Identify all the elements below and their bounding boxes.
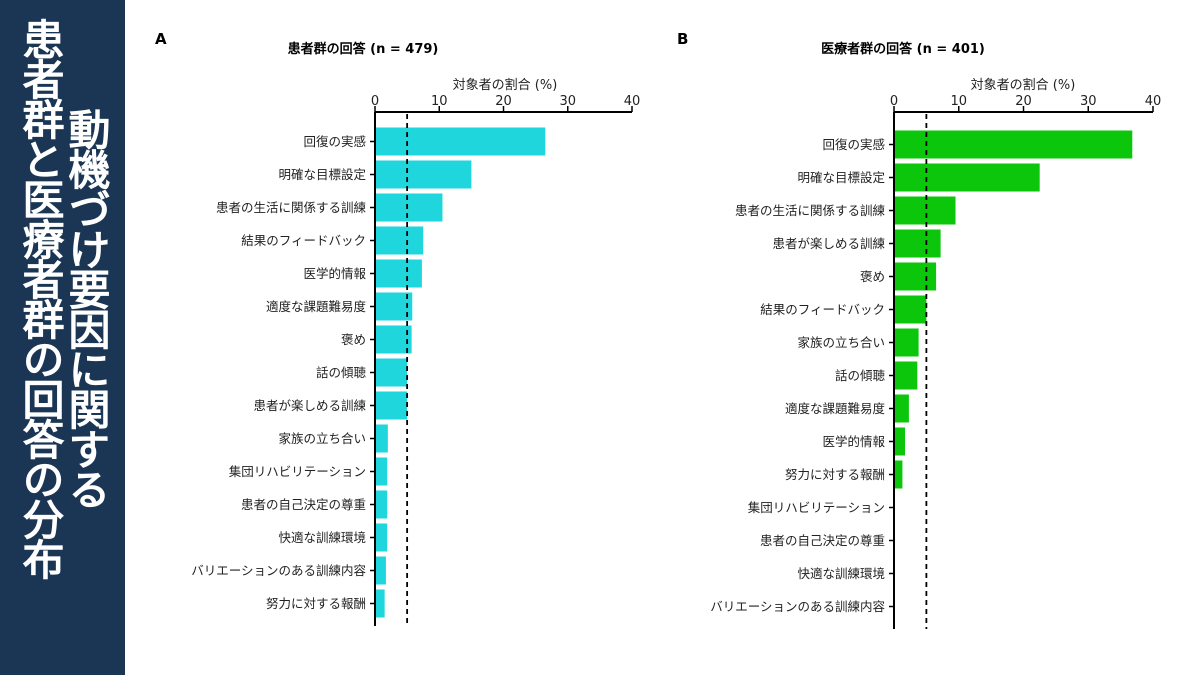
x-tick-label-a-0: 0 [371, 94, 379, 109]
x-tick-label-a-20: 20 [495, 94, 512, 109]
category-label-a-7: 話の傾聴 [316, 365, 367, 380]
x-tick-label-a-30: 30 [559, 94, 576, 109]
panel-title-b: 医療者群の回答 (n = 401) [821, 41, 985, 57]
x-axis-label-a: 対象者の割合 (%) [453, 77, 558, 93]
bar-b-3 [894, 229, 941, 258]
category-label-a-0: 回復の実感 [303, 134, 366, 149]
bar-a-7 [375, 358, 408, 387]
bar-a-0 [375, 127, 546, 156]
category-label-a-10: 集団リハビリテーション [229, 464, 366, 479]
category-label-b-5: 結果のフィードバック [760, 302, 885, 317]
bar-a-6 [375, 325, 412, 354]
category-label-a-9: 家族の立ち合い [278, 431, 366, 446]
panel-letter-a: A [155, 30, 167, 48]
x-tick-label-b-20: 20 [1015, 94, 1032, 109]
category-label-b-7: 話の傾聴 [835, 368, 886, 383]
sidebar-title-line-1: 患者群と医療者群の回答の分布 [16, 18, 65, 578]
category-label-a-13: バリエーションのある訓練内容 [191, 563, 366, 578]
category-label-b-12: 患者の自己決定の尊重 [760, 533, 885, 548]
bar-b-8 [894, 394, 909, 423]
bar-b-0 [894, 130, 1133, 159]
category-label-b-8: 適度な課題難易度 [785, 401, 886, 416]
bar-a-13 [375, 556, 386, 585]
bar-b-4 [894, 262, 937, 291]
category-label-b-2: 患者の生活に関係する訓練 [735, 203, 886, 218]
bar-b-10 [894, 460, 903, 489]
category-label-a-11: 患者の自己決定の尊重 [241, 497, 366, 512]
bar-b-7 [894, 361, 918, 390]
sidebar-title-panel: 患者群と医療者群の回答の分布 動機づけ要因に関する [0, 0, 125, 675]
bar-b-9 [894, 427, 906, 456]
category-label-b-11: 集団リハビリテーション [748, 500, 885, 515]
category-label-a-3: 結果のフィードバック [241, 233, 366, 248]
x-tick-label-a-40: 40 [624, 94, 641, 109]
bar-a-2 [375, 193, 443, 222]
panel-title-a: 患者群の回答 (n = 479) [288, 41, 439, 57]
category-label-a-5: 適度な課題難易度 [266, 299, 367, 314]
category-label-b-10: 努力に対する報酬 [785, 467, 885, 482]
category-label-b-3: 患者が楽しめる訓練 [772, 236, 885, 251]
category-label-a-8: 患者が楽しめる訓練 [253, 398, 366, 413]
category-label-a-6: 褒め [341, 332, 366, 347]
bar-a-8 [375, 391, 408, 420]
x-tick-label-a-10: 10 [431, 94, 448, 109]
bar-a-10 [375, 457, 388, 486]
category-label-b-0: 回復の実感 [822, 137, 885, 152]
category-label-a-12: 快適な訓練環境 [278, 530, 366, 545]
category-label-b-9: 医学的情報 [822, 434, 885, 449]
bar-a-5 [375, 292, 413, 321]
category-label-b-6: 家族の立ち合い [797, 335, 885, 350]
category-label-a-4: 医学的情報 [303, 266, 366, 281]
category-label-b-4: 褒め [860, 269, 885, 284]
panel-letter-b: B [677, 30, 688, 48]
category-label-a-14: 努力に対する報酬 [266, 596, 366, 611]
bar-b-1 [894, 163, 1040, 192]
x-tick-label-b-10: 10 [950, 94, 967, 109]
category-label-b-14: バリエーションのある訓練内容 [710, 599, 885, 614]
bar-a-4 [375, 259, 422, 288]
x-tick-label-b-0: 0 [890, 94, 898, 109]
category-label-a-1: 明確な目標設定 [278, 167, 366, 182]
x-tick-label-b-40: 40 [1145, 94, 1162, 109]
bar-charts: A 患者群の回答 (n = 479) 対象者の割合 (%) 0 10 20 30 40 回復の実… [155, 30, 1162, 629]
x-tick-label-b-30: 30 [1080, 94, 1097, 109]
category-label-b-13: 快適な訓練環境 [797, 566, 885, 581]
bar-b-5 [894, 295, 927, 324]
bar-b-2 [894, 196, 956, 225]
bar-b-6 [894, 328, 919, 357]
sidebar-title-line-2: 動機づけ要因に関する [62, 108, 111, 508]
bar-a-3 [375, 226, 424, 255]
bar-a-9 [375, 424, 388, 453]
bar-a-1 [375, 160, 472, 189]
category-label-b-1: 明確な目標設定 [797, 170, 885, 185]
category-label-a-2: 患者の生活に関係する訓練 [216, 200, 367, 215]
bar-a-11 [375, 490, 388, 519]
bar-a-14 [375, 589, 385, 618]
x-axis-label-b: 対象者の割合 (%) [971, 77, 1076, 93]
bar-a-12 [375, 523, 388, 552]
